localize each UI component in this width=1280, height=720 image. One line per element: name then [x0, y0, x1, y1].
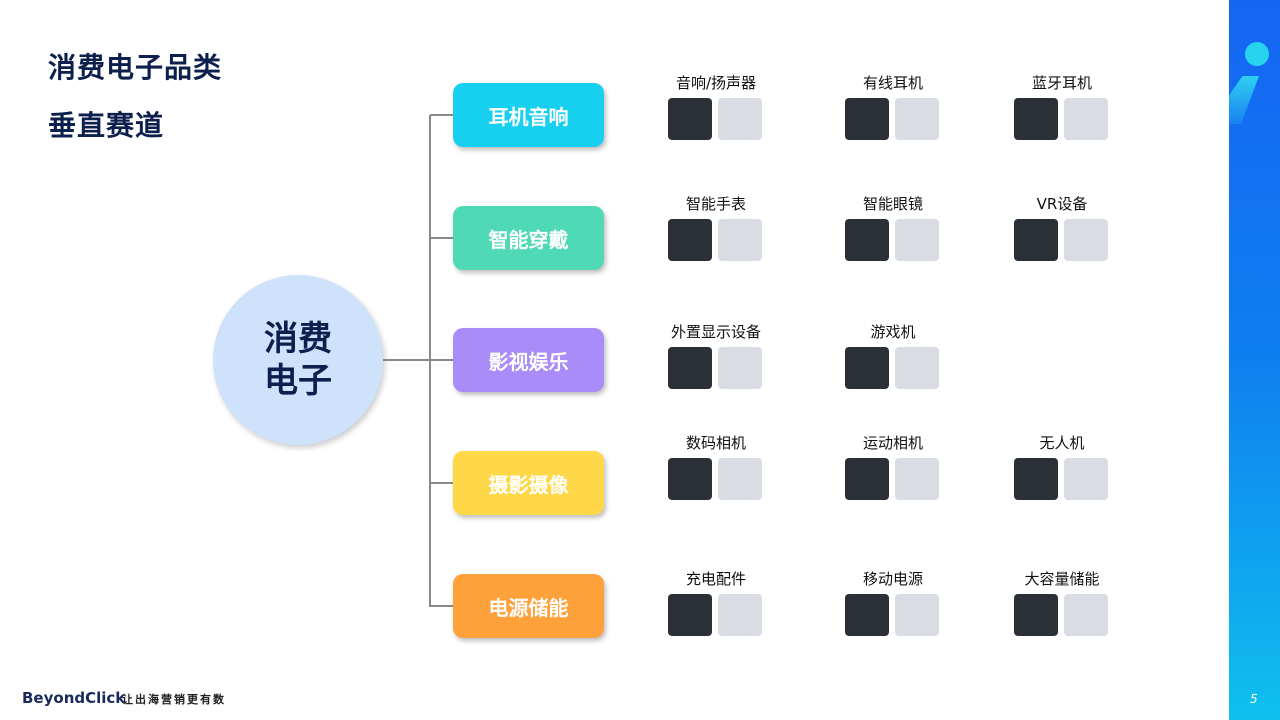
product-image — [668, 458, 712, 500]
product-image — [668, 219, 712, 261]
product-image — [895, 594, 939, 636]
product-label: 有线耳机 — [862, 74, 923, 92]
product-label: 游戏机 — [870, 323, 916, 341]
product-image — [1014, 219, 1058, 261]
product-image — [1064, 458, 1108, 500]
product-image — [1064, 98, 1108, 140]
product-label: 智能眼镜 — [862, 195, 923, 213]
center-label-1: 消费 — [264, 319, 332, 359]
center-node: 消费电子 — [213, 275, 383, 445]
footer-logo: BeyondClick — [22, 689, 126, 707]
connector — [383, 359, 430, 361]
category-node: 影视娱乐 — [453, 328, 604, 392]
title-line2: 垂直赛道 — [48, 109, 165, 142]
product-image — [1064, 594, 1108, 636]
product-image — [895, 347, 939, 389]
product-image — [718, 594, 762, 636]
product-label: 音响/扬声器 — [675, 74, 757, 92]
footer-slogan: 让出海营销更有数 — [122, 693, 226, 706]
product-image — [845, 219, 889, 261]
product-image — [718, 219, 762, 261]
product-image — [895, 98, 939, 140]
product-image — [895, 458, 939, 500]
category-node: 摄影摄像 — [453, 451, 604, 515]
product-image — [718, 98, 762, 140]
product-label: 充电配件 — [685, 570, 746, 588]
product-image — [718, 347, 762, 389]
category-node: 电源储能 — [453, 574, 604, 638]
product-image — [1014, 594, 1058, 636]
product-image — [1014, 458, 1058, 500]
product-image — [718, 458, 762, 500]
branch-line — [430, 114, 453, 116]
product-image — [668, 347, 712, 389]
product-label: 大容量储能 — [1024, 570, 1100, 588]
product-label: 无人机 — [1039, 434, 1085, 452]
branch-line — [430, 605, 453, 607]
branch-line — [430, 237, 453, 239]
branch-line — [430, 359, 453, 361]
product-image — [1014, 98, 1058, 140]
category-node: 耳机音响 — [453, 83, 604, 147]
product-image — [668, 594, 712, 636]
product-label: 智能手表 — [685, 195, 746, 213]
logo-dot-icon — [1245, 42, 1269, 66]
product-label: 外置显示设备 — [670, 323, 761, 341]
product-image — [668, 98, 712, 140]
product-image — [845, 347, 889, 389]
product-image — [845, 98, 889, 140]
product-label: 运动相机 — [862, 434, 923, 452]
center-label-2: 电子 — [264, 361, 332, 401]
branch-line — [430, 482, 453, 484]
product-image — [1064, 219, 1108, 261]
title-line1: 消费电子品类 — [48, 51, 223, 84]
page-number: 5 — [1250, 692, 1258, 706]
category-node: 智能穿戴 — [453, 206, 604, 270]
product-image — [895, 219, 939, 261]
product-label: 蓝牙耳机 — [1031, 74, 1092, 92]
trunk-line — [429, 115, 431, 607]
product-label: 移动电源 — [862, 570, 923, 588]
product-label: VR设备 — [1036, 195, 1088, 213]
product-label: 数码相机 — [685, 434, 746, 452]
product-image — [845, 594, 889, 636]
product-image — [845, 458, 889, 500]
